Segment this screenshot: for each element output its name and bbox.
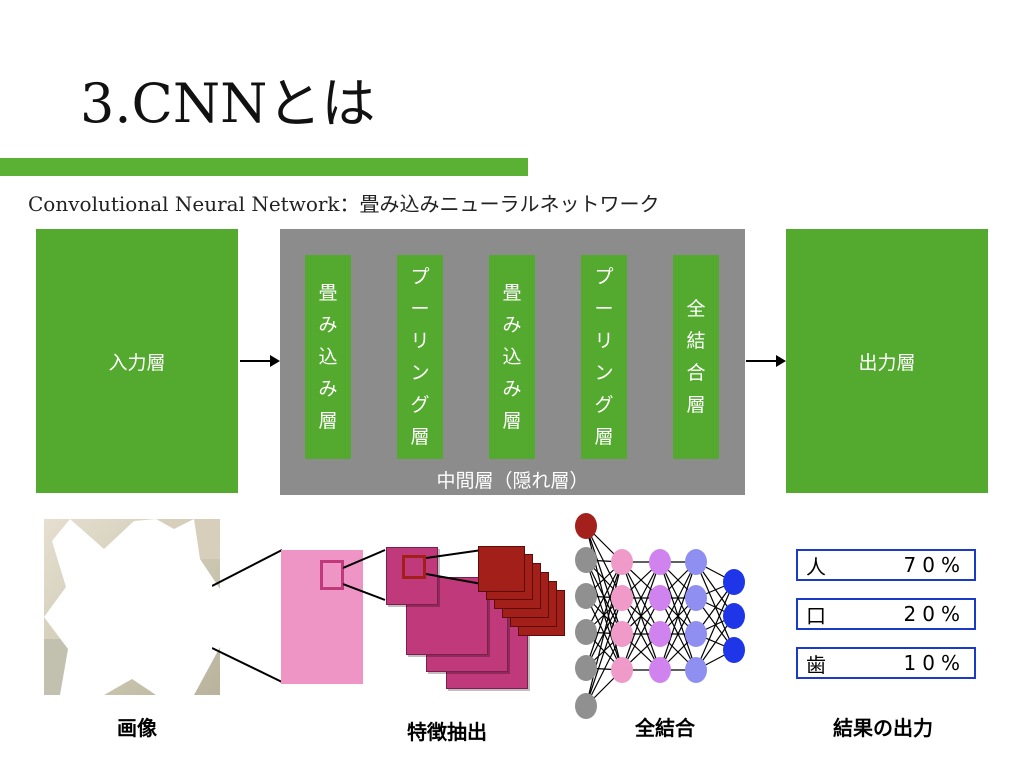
- pooling-layer-2: プーリング層: [581, 255, 627, 459]
- nn-node: [575, 513, 597, 539]
- nn-connection: [621, 597, 661, 671]
- result-label: 口: [806, 603, 826, 628]
- pooling-layer-1: プーリング層: [397, 255, 443, 459]
- caption-result-output: 結果の出力: [833, 716, 933, 740]
- slide-title: 3.CNNとは: [80, 72, 376, 135]
- arrow-hidden-to-output: [746, 355, 786, 367]
- nn-node: [575, 619, 597, 645]
- conv-layer-1: 畳み込み層: [305, 255, 351, 459]
- nn-node: [575, 583, 597, 609]
- nn-node: [649, 621, 671, 647]
- nn-connection: [695, 581, 735, 671]
- nn-connection: [585, 561, 623, 633]
- kernel-lines-2: [426, 549, 483, 585]
- conv-layer-2: 畳み込み層: [489, 255, 535, 459]
- result-label: 歯: [806, 652, 826, 677]
- fully-connected-network: [575, 513, 745, 719]
- nn-node: [649, 549, 671, 575]
- nn-connection: [659, 561, 697, 635]
- fully-connected-layer: 全結合層: [673, 255, 719, 459]
- nn-connection: [585, 561, 623, 707]
- nn-node: [611, 549, 633, 575]
- nn-connection: [585, 561, 623, 669]
- kernel-window-1: [320, 560, 344, 590]
- nn-connection: [585, 525, 623, 635]
- nn-node: [649, 657, 671, 683]
- nn-node: [575, 693, 597, 719]
- caption-image: 画像: [117, 716, 157, 740]
- nn-connection: [585, 633, 623, 707]
- nn-node: [611, 621, 633, 647]
- nn-node: [649, 585, 671, 611]
- nn-node: [685, 585, 707, 611]
- result-value: 70%: [903, 553, 966, 577]
- result-value: 10%: [903, 651, 966, 675]
- kernel-lines-1: [343, 549, 386, 601]
- nn-node: [611, 585, 633, 611]
- nn-node: [575, 547, 597, 573]
- nn-connection: [659, 561, 697, 671]
- pooled-map: [478, 546, 525, 592]
- arrow-input-to-hidden: [240, 355, 280, 367]
- result-row-mouth: 口 20%: [796, 598, 976, 630]
- input-layer-label: 入力層: [108, 351, 166, 374]
- result-row-person: 人 70%: [796, 549, 976, 581]
- caption-feature-extraction: 特徴抽出: [407, 720, 487, 744]
- hidden-layer-label: 中間層（隠れ層）: [436, 470, 589, 492]
- output-layer-label: 出力層: [858, 351, 916, 374]
- caption-fully-connected: 全結合: [635, 716, 695, 740]
- nn-node: [611, 657, 633, 683]
- nn-node: [723, 603, 745, 629]
- slide-subtitle: Convolutional Neural Network：畳み込みニューラルネッ…: [28, 192, 660, 216]
- output-layer-box: 出力層: [786, 229, 988, 493]
- input-image: [44, 519, 220, 695]
- title-underline: [0, 158, 528, 176]
- nn-connection: [621, 561, 661, 635]
- nn-node: [575, 655, 597, 681]
- nn-node: [685, 621, 707, 647]
- nn-connection: [621, 561, 661, 671]
- input-layer-box: 入力層: [36, 229, 238, 493]
- nn-connection: [659, 597, 697, 671]
- nn-connection: [695, 561, 735, 651]
- nn-node: [723, 569, 745, 595]
- result-value: 20%: [903, 602, 966, 626]
- image-to-feature-lines: [212, 549, 283, 683]
- nn-node: [685, 657, 707, 683]
- kernel-window-2: [402, 555, 426, 579]
- nn-node: [685, 549, 707, 575]
- result-label: 人: [806, 554, 826, 579]
- nn-connection: [585, 597, 623, 707]
- result-row-tooth: 歯 10%: [796, 647, 976, 679]
- nn-node: [723, 637, 745, 663]
